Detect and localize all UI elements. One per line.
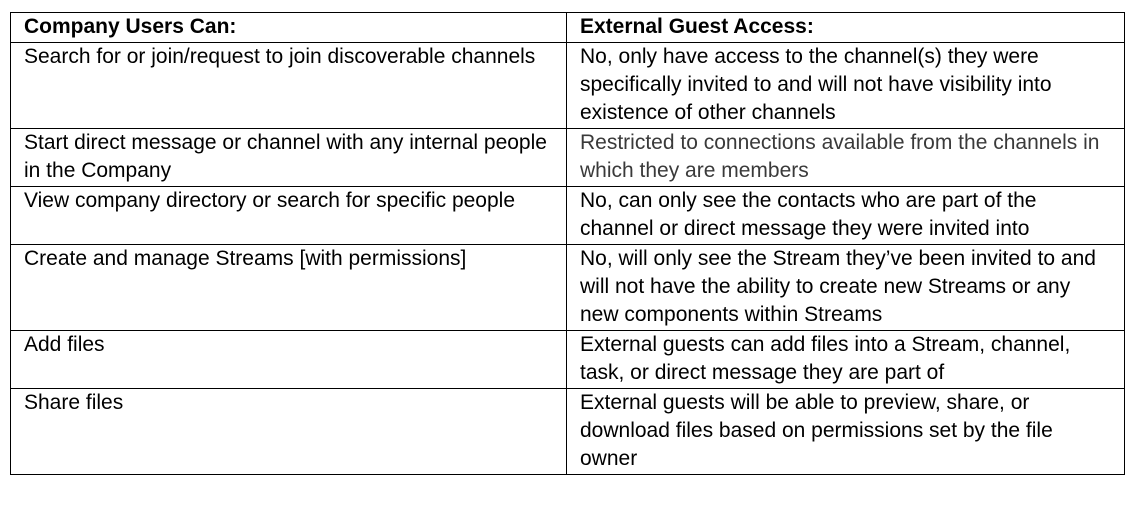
company-capability-cell: Start direct message or channel with any… xyxy=(10,128,567,187)
header-row: Company Users Can: External Guest Access… xyxy=(10,12,1125,43)
company-capability-cell: Search for or join/request to join disco… xyxy=(10,42,567,129)
table-body: Search for or join/request to join disco… xyxy=(10,42,1125,475)
table-row: Share files External guests will be able… xyxy=(10,388,1125,475)
table-row: Start direct message or channel with any… xyxy=(10,128,1125,187)
guest-access-cell: No, only have access to the channel(s) t… xyxy=(566,42,1125,129)
guest-access-cell: External guests can add files into a Str… xyxy=(566,330,1125,389)
table-row: View company directory or search for spe… xyxy=(10,186,1125,245)
permissions-comparison-table: Company Users Can: External Guest Access… xyxy=(10,12,1125,475)
table-row: Search for or join/request to join disco… xyxy=(10,42,1125,129)
company-capability-cell: Create and manage Streams [with permissi… xyxy=(10,244,567,331)
company-users-header: Company Users Can: xyxy=(10,12,567,43)
guest-access-cell: Restricted to connections available from… xyxy=(566,128,1125,187)
table-row: Add files External guests can add files … xyxy=(10,330,1125,389)
guest-access-cell: No, will only see the Stream they’ve bee… xyxy=(566,244,1125,331)
company-capability-cell: Share files xyxy=(10,388,567,475)
table-header: Company Users Can: External Guest Access… xyxy=(10,12,1125,43)
company-capability-cell: View company directory or search for spe… xyxy=(10,186,567,245)
guest-access-cell: External guests will be able to preview,… xyxy=(566,388,1125,475)
company-capability-cell: Add files xyxy=(10,330,567,389)
table-row: Create and manage Streams [with permissi… xyxy=(10,244,1125,331)
external-guest-header: External Guest Access: xyxy=(566,12,1125,43)
guest-access-cell: No, can only see the contacts who are pa… xyxy=(566,186,1125,245)
